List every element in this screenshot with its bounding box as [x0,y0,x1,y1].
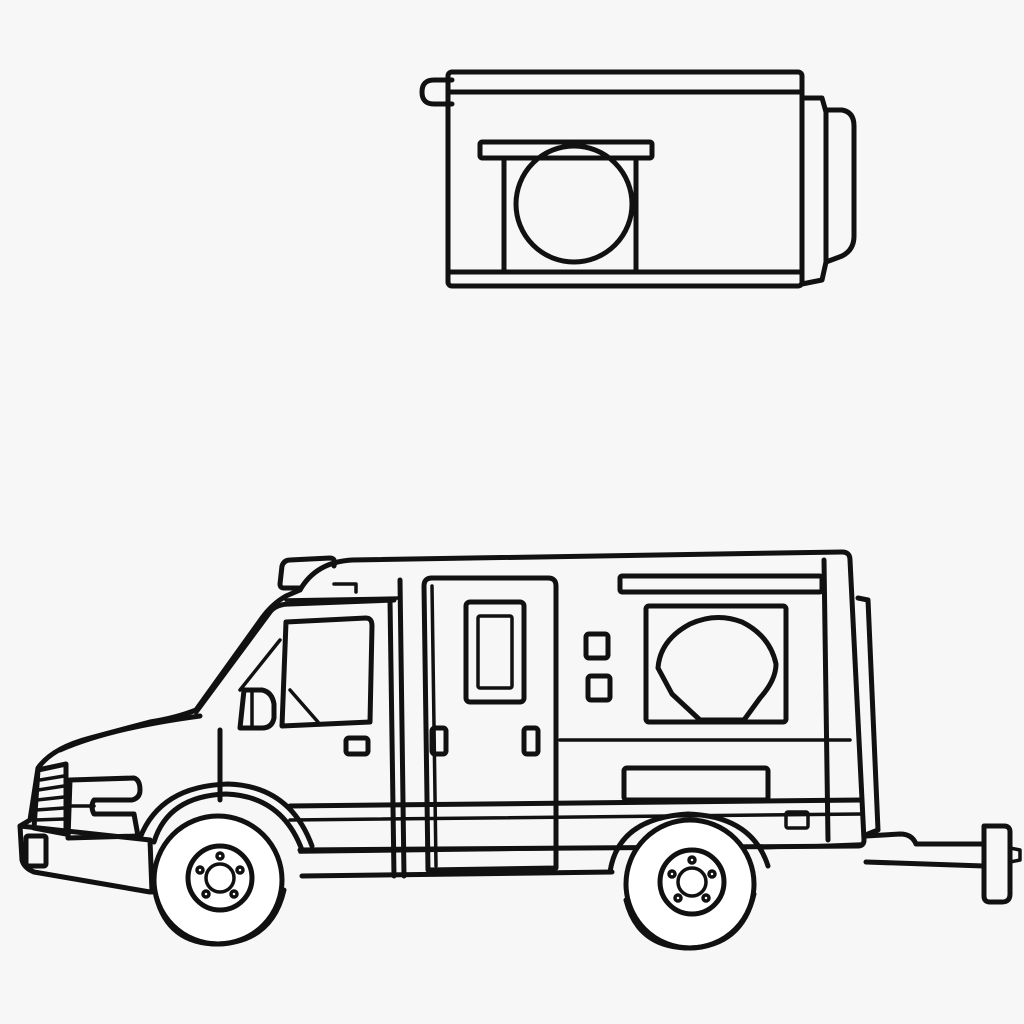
side-window [279,615,375,729]
rear-panel-line [821,557,831,843]
cab-door-handle [343,735,371,757]
underbody-line [298,846,614,854]
front-hub [185,843,255,913]
ambulance-side-view-icon [17,549,1022,951]
rocker-line [299,869,615,879]
front-bumper [17,823,155,895]
ambulance-box-icon [419,69,857,289]
beacon-nub [419,77,455,107]
window-reflection [288,688,320,724]
storage-compartment [621,765,771,803]
window-header [477,139,655,161]
door-handle-left [429,725,449,757]
grille-bar [38,774,66,782]
box-front-edge [397,577,407,879]
hitch-coupler [981,823,1013,905]
rear-wheel-arch [607,811,771,875]
side-light-top [583,631,611,661]
front-wheel [151,813,287,947]
handle-icon [823,107,857,265]
window-circle [513,143,635,265]
sill-line [288,812,864,822]
grille-bar [35,795,66,802]
box-trim-bar [617,573,825,595]
cab-door-rear [387,597,397,879]
grille-bar [36,784,66,792]
side-panel [799,95,829,287]
headlight [65,775,143,841]
tow-hitch [863,823,1022,905]
rear-window [643,603,789,725]
rear-window-emblem [655,615,779,723]
roof-beacon [277,555,337,591]
belt-line [287,797,865,809]
a-pillar [193,597,397,715]
door-window [463,599,527,705]
underbody-line-rear [758,842,864,850]
rear-bumper-edge [855,595,881,837]
grille-bar [34,806,66,812]
box-outline [445,69,805,289]
door-window-inner [476,614,514,690]
rear-hub [657,847,727,917]
cab-marker-light [332,582,358,594]
hood-line [57,713,203,753]
door-handle-right [521,725,541,757]
side-door [421,575,559,873]
vent-window-line [238,638,282,692]
fog-light [23,833,49,869]
rear-wheel [623,817,757,951]
rear-reflector [784,810,810,830]
grille-bar [33,817,66,822]
front-wheel-arch-outer [137,781,315,849]
side-light-bottom [585,673,613,703]
side-mirror [237,687,277,731]
front-wheel-arch [151,791,305,853]
